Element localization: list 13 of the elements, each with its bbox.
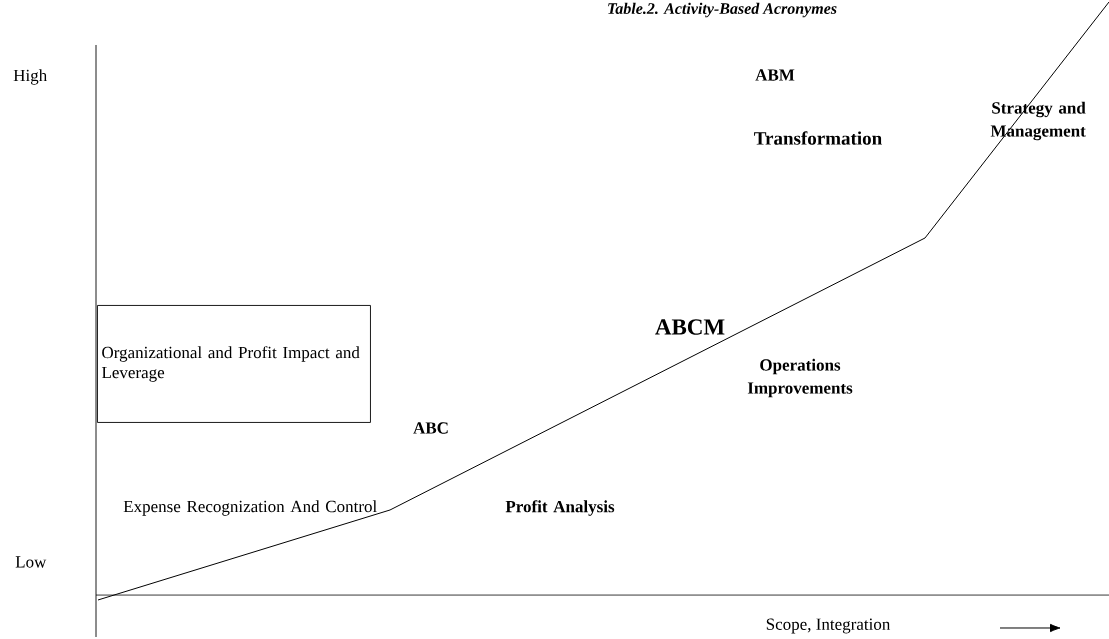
stage-label: Transformation [754,131,882,145]
stage-label: Strategy and Management [990,101,1086,141]
text-box: Organizational and Profit Impact and Leverage [97,305,371,423]
axis-label: High [13,69,47,85]
stage-label: Profit Analysis [505,500,615,516]
stage-label: Operations Improvements [747,358,853,398]
axis-label: Low [15,556,47,568]
stage-label: ABCM [655,319,725,335]
stage-label: ABC [413,422,448,434]
stage-label: Expense Recognization And Control [123,500,377,516]
axis-label: Scope, Integration [766,618,891,634]
title: Table.2. Activity-Based Acronymes [608,2,837,18]
stage-label: ABM [755,69,795,81]
